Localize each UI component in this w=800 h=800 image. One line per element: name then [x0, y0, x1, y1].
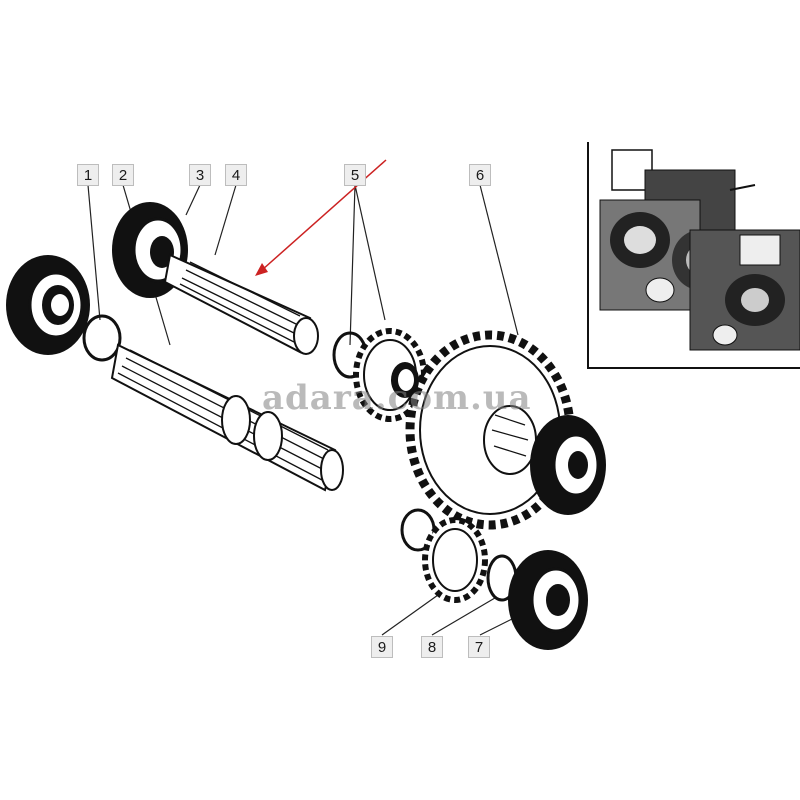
shaft-4 [163, 253, 319, 355]
watermark: adara.com.ua [262, 378, 532, 418]
red-arrow [255, 159, 387, 276]
bearing-left [6, 255, 90, 355]
callout-4: 4 [225, 164, 247, 186]
callout-8: 8 [421, 636, 443, 658]
bearing-right-middle [530, 415, 606, 515]
inset-gearbox-view [587, 142, 800, 369]
gear-9 [400, 508, 488, 603]
callout-5: 5 [344, 164, 366, 186]
shaft-2 [110, 343, 344, 492]
callout-1: 1 [77, 164, 99, 186]
callout-3: 3 [189, 164, 211, 186]
gear-5 [332, 328, 427, 422]
callout-9: 9 [371, 636, 393, 658]
snap-ring-1 [82, 314, 122, 362]
callout-6: 6 [469, 164, 491, 186]
callout-7: 7 [468, 636, 490, 658]
callout-2: 2 [112, 164, 134, 186]
bearing-7 [508, 550, 588, 650]
